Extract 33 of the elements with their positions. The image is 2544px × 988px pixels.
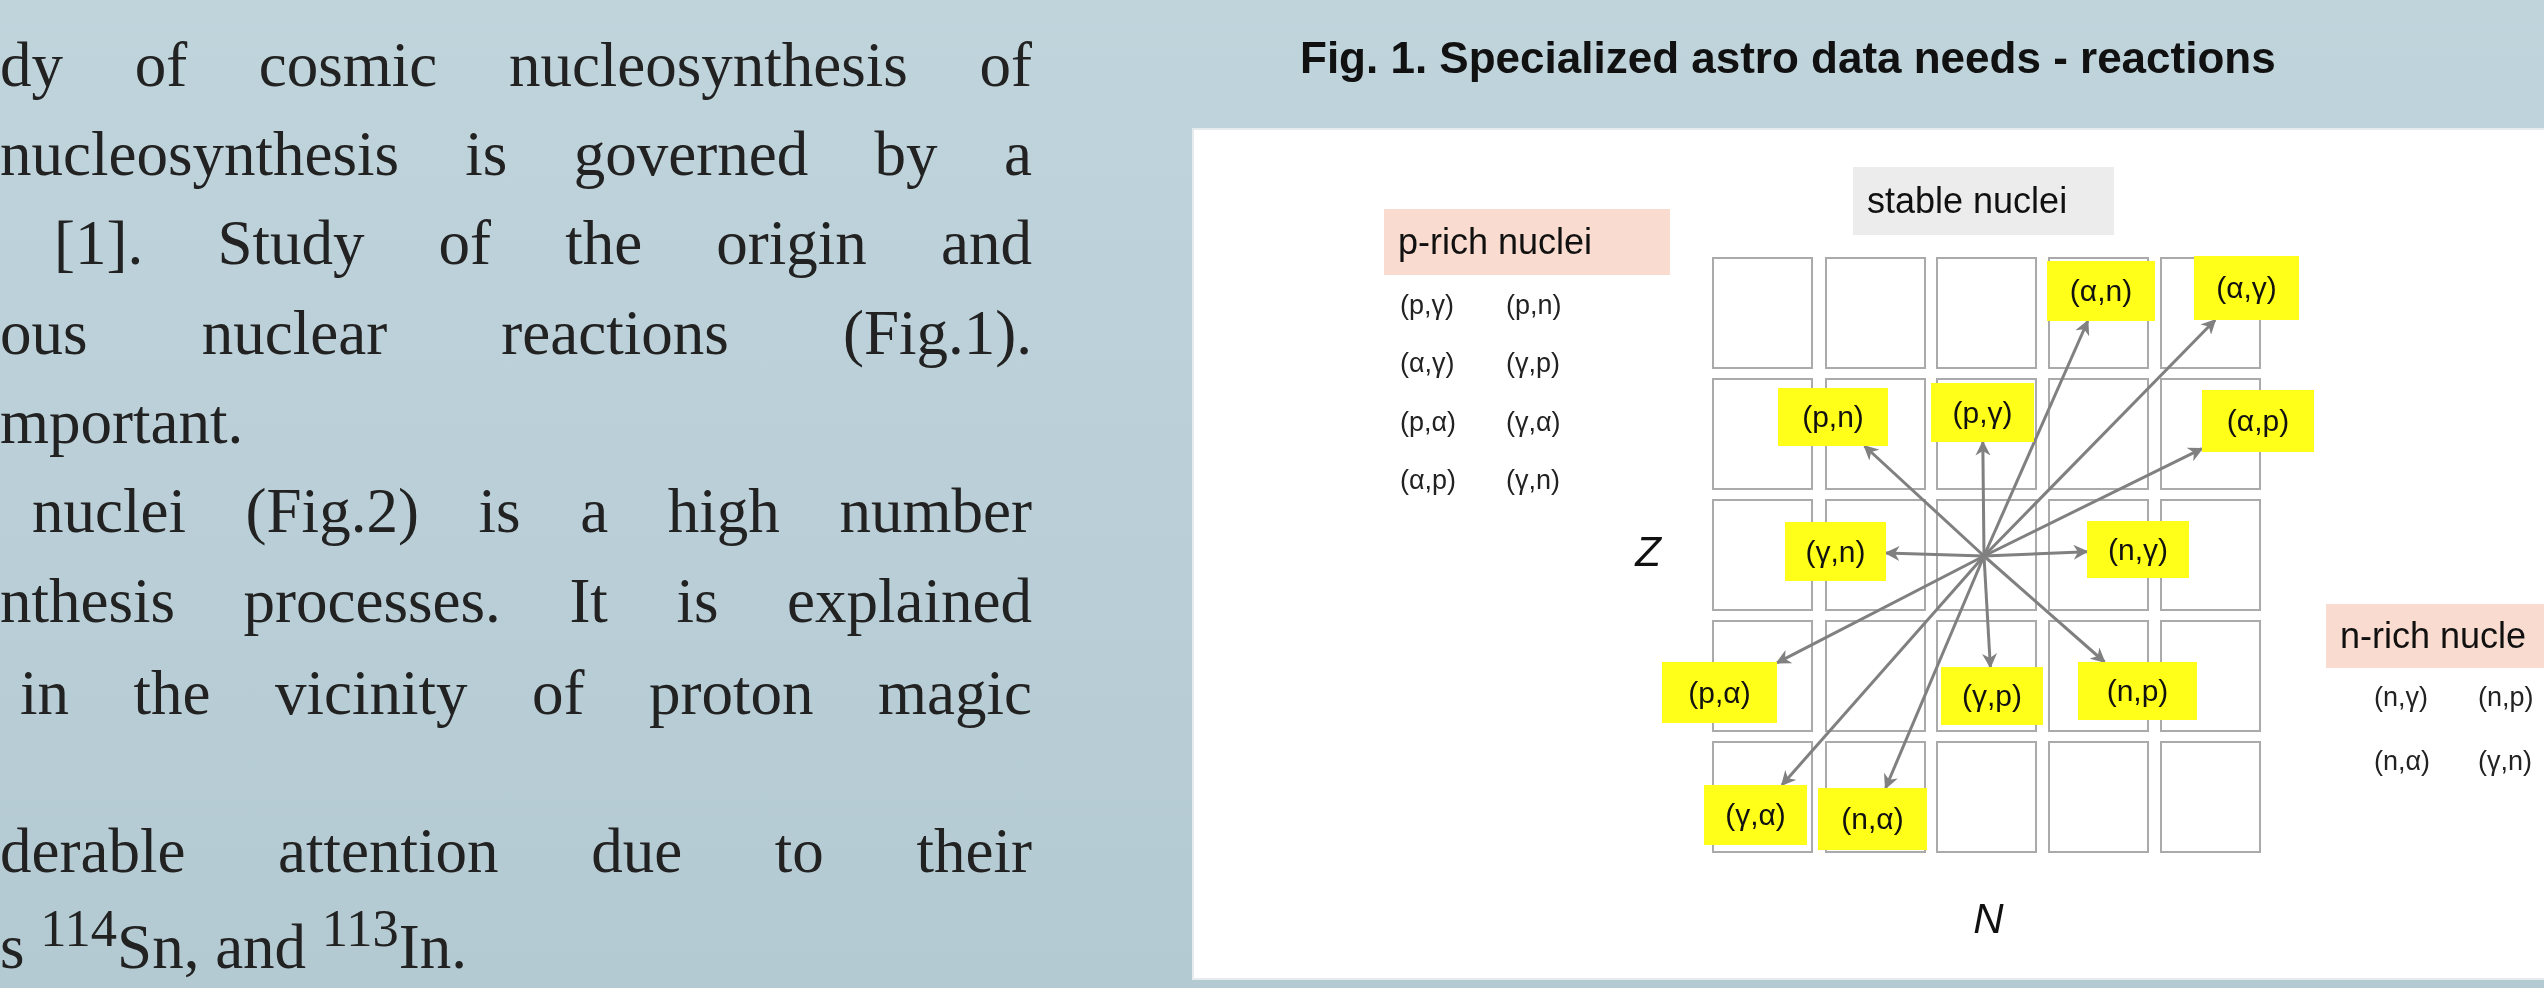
reaction-label: (n,α): [1818, 788, 1927, 850]
body-text-line: s $^{114}$Sn, and $^{113}$In.: [0, 902, 467, 979]
reaction-label: (α,p): [2202, 390, 2314, 452]
reaction-text: (n,p): [2478, 684, 2534, 711]
reaction-label: (α,γ): [2194, 256, 2299, 320]
reaction-label: (n,p): [2078, 662, 2197, 720]
category-label: n-rich nucle: [2326, 604, 2544, 668]
category-label: p-rich nuclei: [1384, 209, 1670, 275]
reaction-text: (γ,α): [1506, 409, 1561, 436]
reaction-label: (α,n): [2047, 261, 2155, 321]
reaction-label: (n,γ): [2087, 521, 2189, 578]
reaction-label: (γ,p): [1941, 667, 2043, 725]
body-text-line: derable attention due to their: [0, 820, 1032, 883]
arrow: [1983, 554, 2106, 664]
category-label: stable nuclei: [1853, 167, 2114, 235]
reaction-label: (p,γ): [1931, 383, 2034, 442]
reaction-text: (γ,n): [2478, 748, 2532, 775]
reaction-text: (p,α): [1400, 409, 1457, 436]
reaction-label: (γ,n): [1785, 522, 1886, 581]
reaction-text: (p,γ): [1400, 292, 1454, 319]
reaction-text: (p,n): [1506, 292, 1562, 319]
reaction-text: (n,γ): [2374, 684, 2428, 711]
reaction-text: (n,α): [2374, 748, 2431, 775]
reaction-text: (γ,n): [1506, 467, 1560, 494]
figure-title: Fig. 1. Specialized astro data needs - reactions: [1300, 34, 2276, 83]
reaction-label: (p,n): [1778, 388, 1888, 446]
reaction-text: (α,p): [1400, 467, 1457, 494]
reaction-text: (γ,p): [1506, 350, 1560, 377]
arrow: [1983, 544, 2089, 560]
reaction-label: (p,α): [1662, 662, 1777, 723]
reaction-text: (α,γ): [1400, 350, 1455, 377]
reaction-label: (γ,α): [1704, 785, 1807, 845]
arrow: [1975, 440, 1991, 556]
